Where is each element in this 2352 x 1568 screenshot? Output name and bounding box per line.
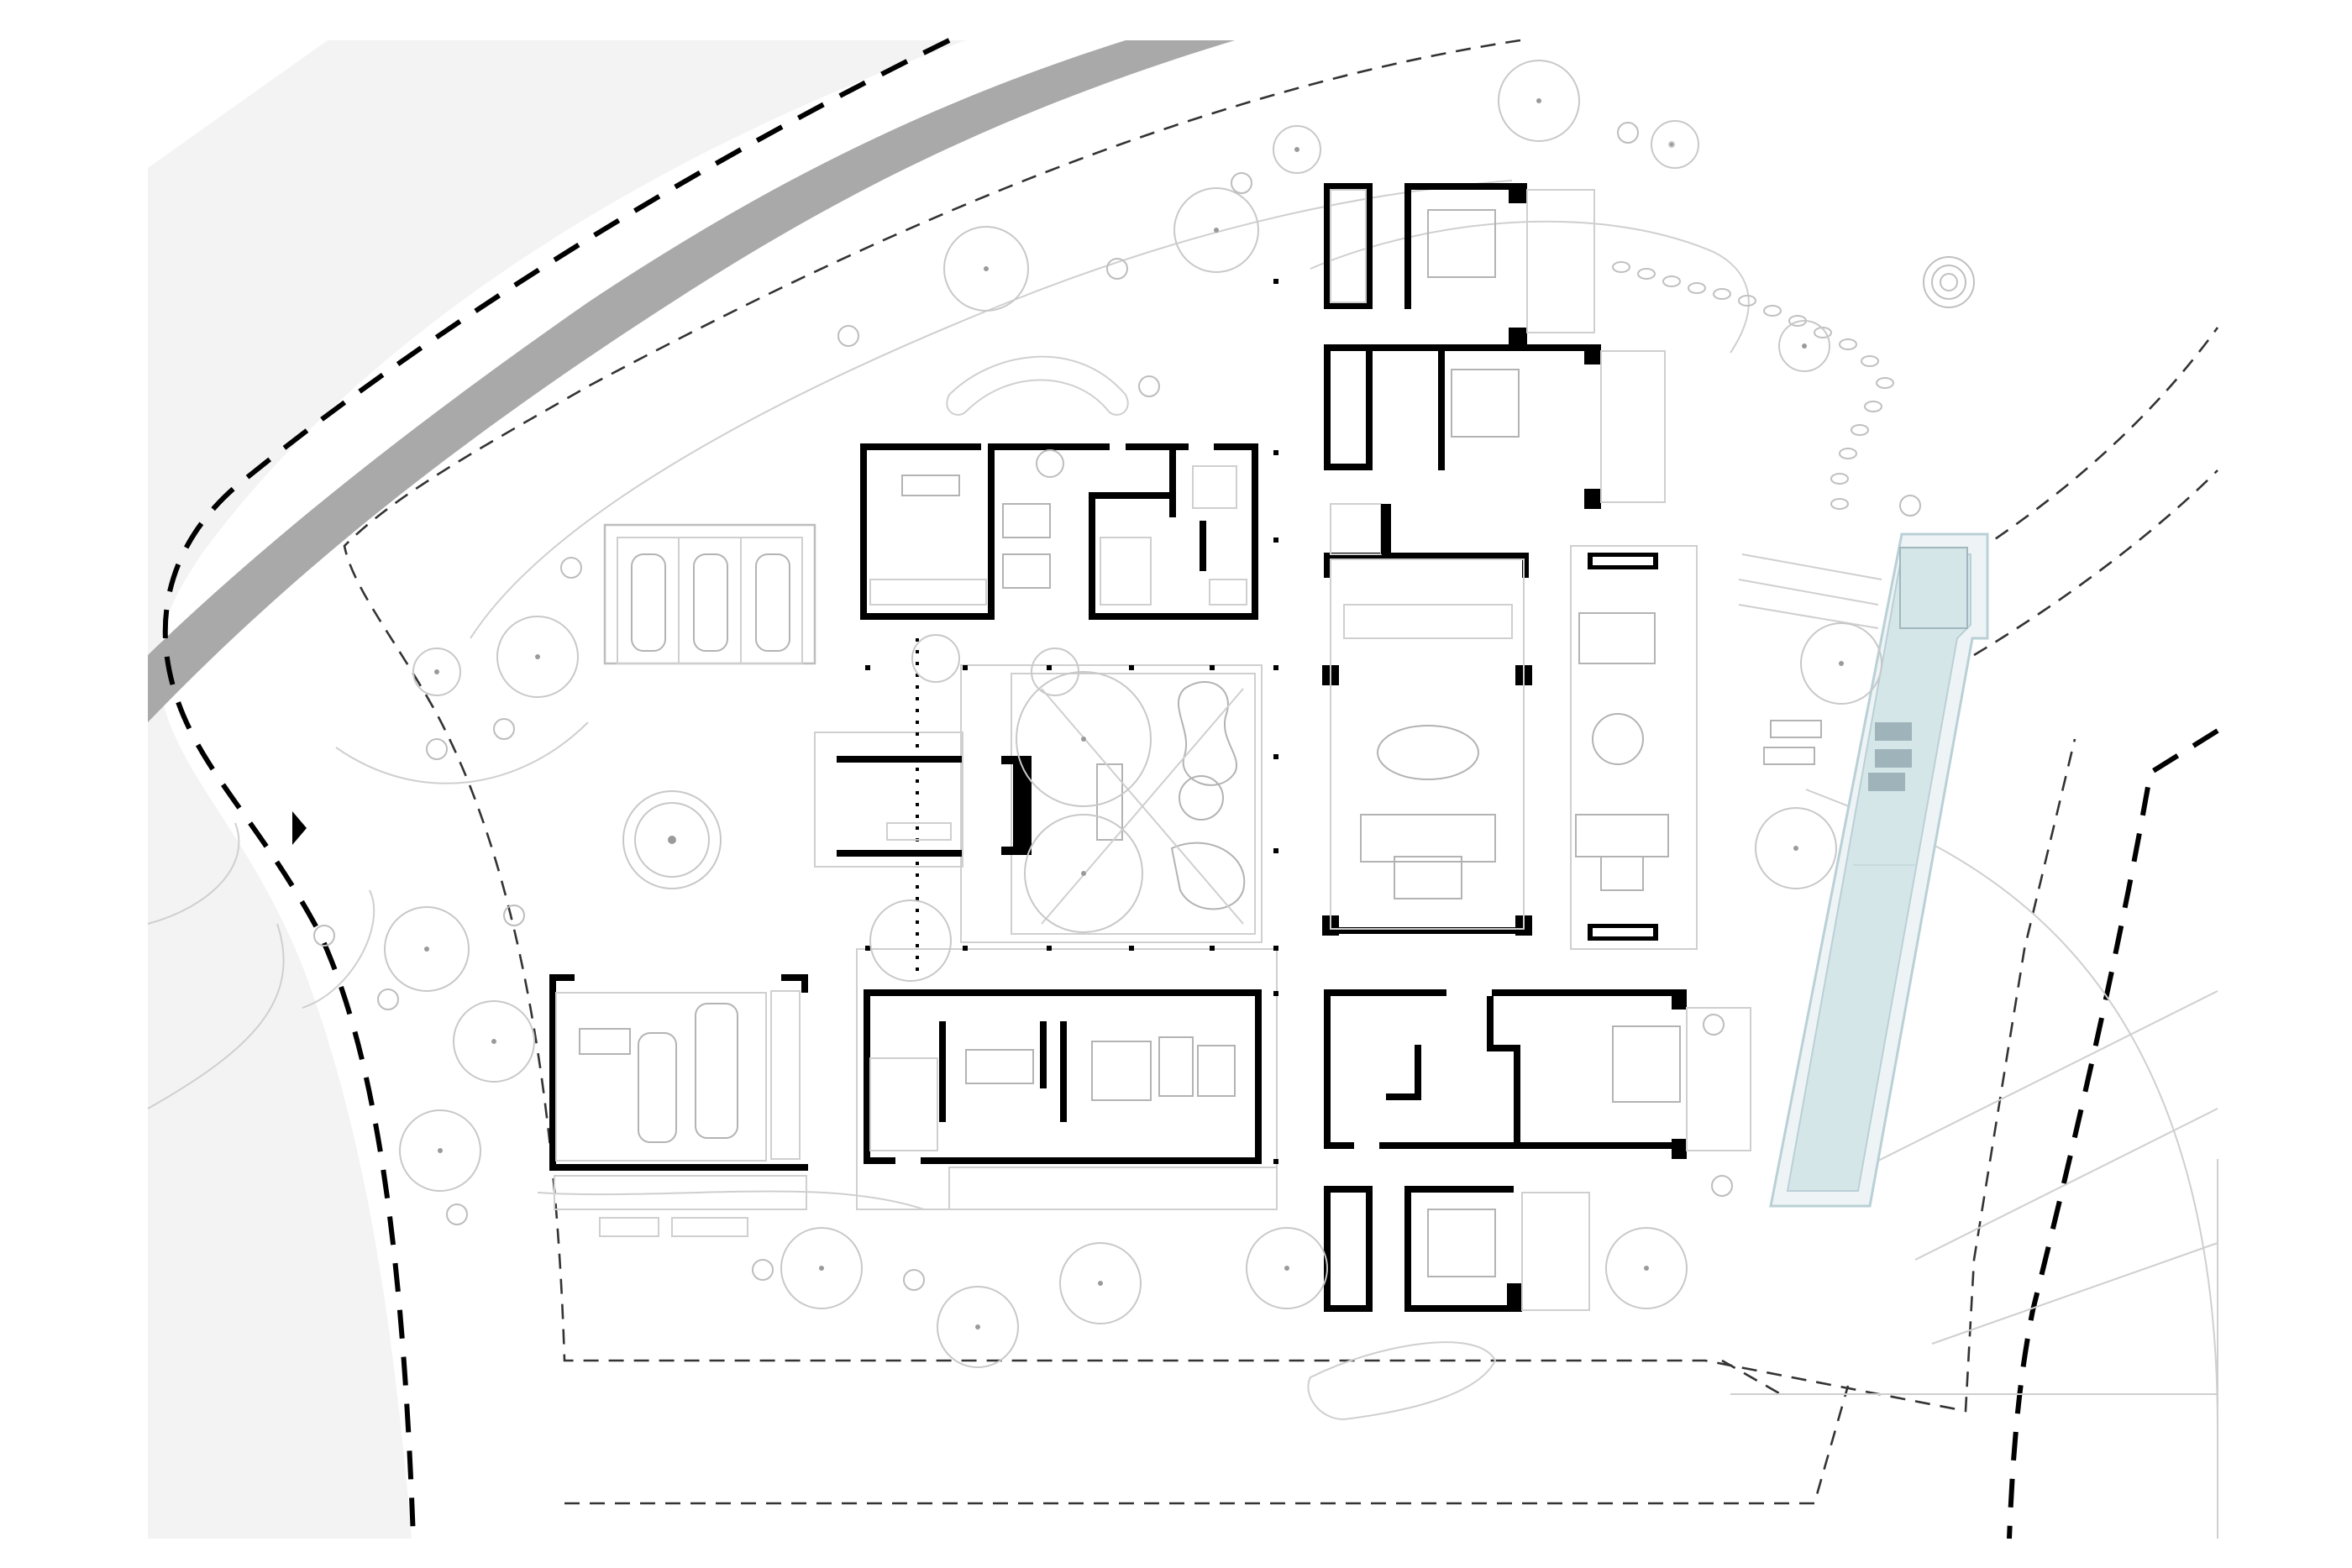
tree-icon bbox=[384, 60, 1882, 1368]
garage bbox=[549, 974, 808, 1237]
living-pavilion bbox=[1322, 553, 1532, 936]
setback-lines bbox=[343, 39, 2219, 1505]
bedroom-suite-1 bbox=[1324, 183, 1595, 348]
stepping-stones bbox=[1612, 256, 1975, 510]
pool bbox=[1763, 532, 1989, 1208]
sun-lounger-icon bbox=[1875, 722, 1912, 741]
bedroom-suite-4 bbox=[1324, 1186, 1590, 1312]
street-surface bbox=[147, 40, 966, 1539]
property-boundary bbox=[162, 38, 2219, 1539]
parking-court bbox=[603, 523, 816, 665]
entrance-gallery bbox=[814, 638, 963, 974]
car-icon bbox=[631, 553, 790, 652]
service-wing bbox=[860, 443, 1258, 620]
column-grid bbox=[865, 279, 1278, 1164]
courtyard bbox=[960, 664, 1263, 943]
hedge bbox=[946, 355, 1497, 1421]
bedroom-suite-2 bbox=[1324, 344, 1666, 555]
shrub-icon bbox=[313, 122, 1921, 1291]
pool-path bbox=[1738, 553, 1882, 629]
office-wing bbox=[856, 948, 1278, 1210]
entry-arrow-icon bbox=[292, 811, 307, 845]
bedroom-suite-3 bbox=[1324, 989, 1751, 1159]
covered-terrace bbox=[1570, 545, 1698, 950]
